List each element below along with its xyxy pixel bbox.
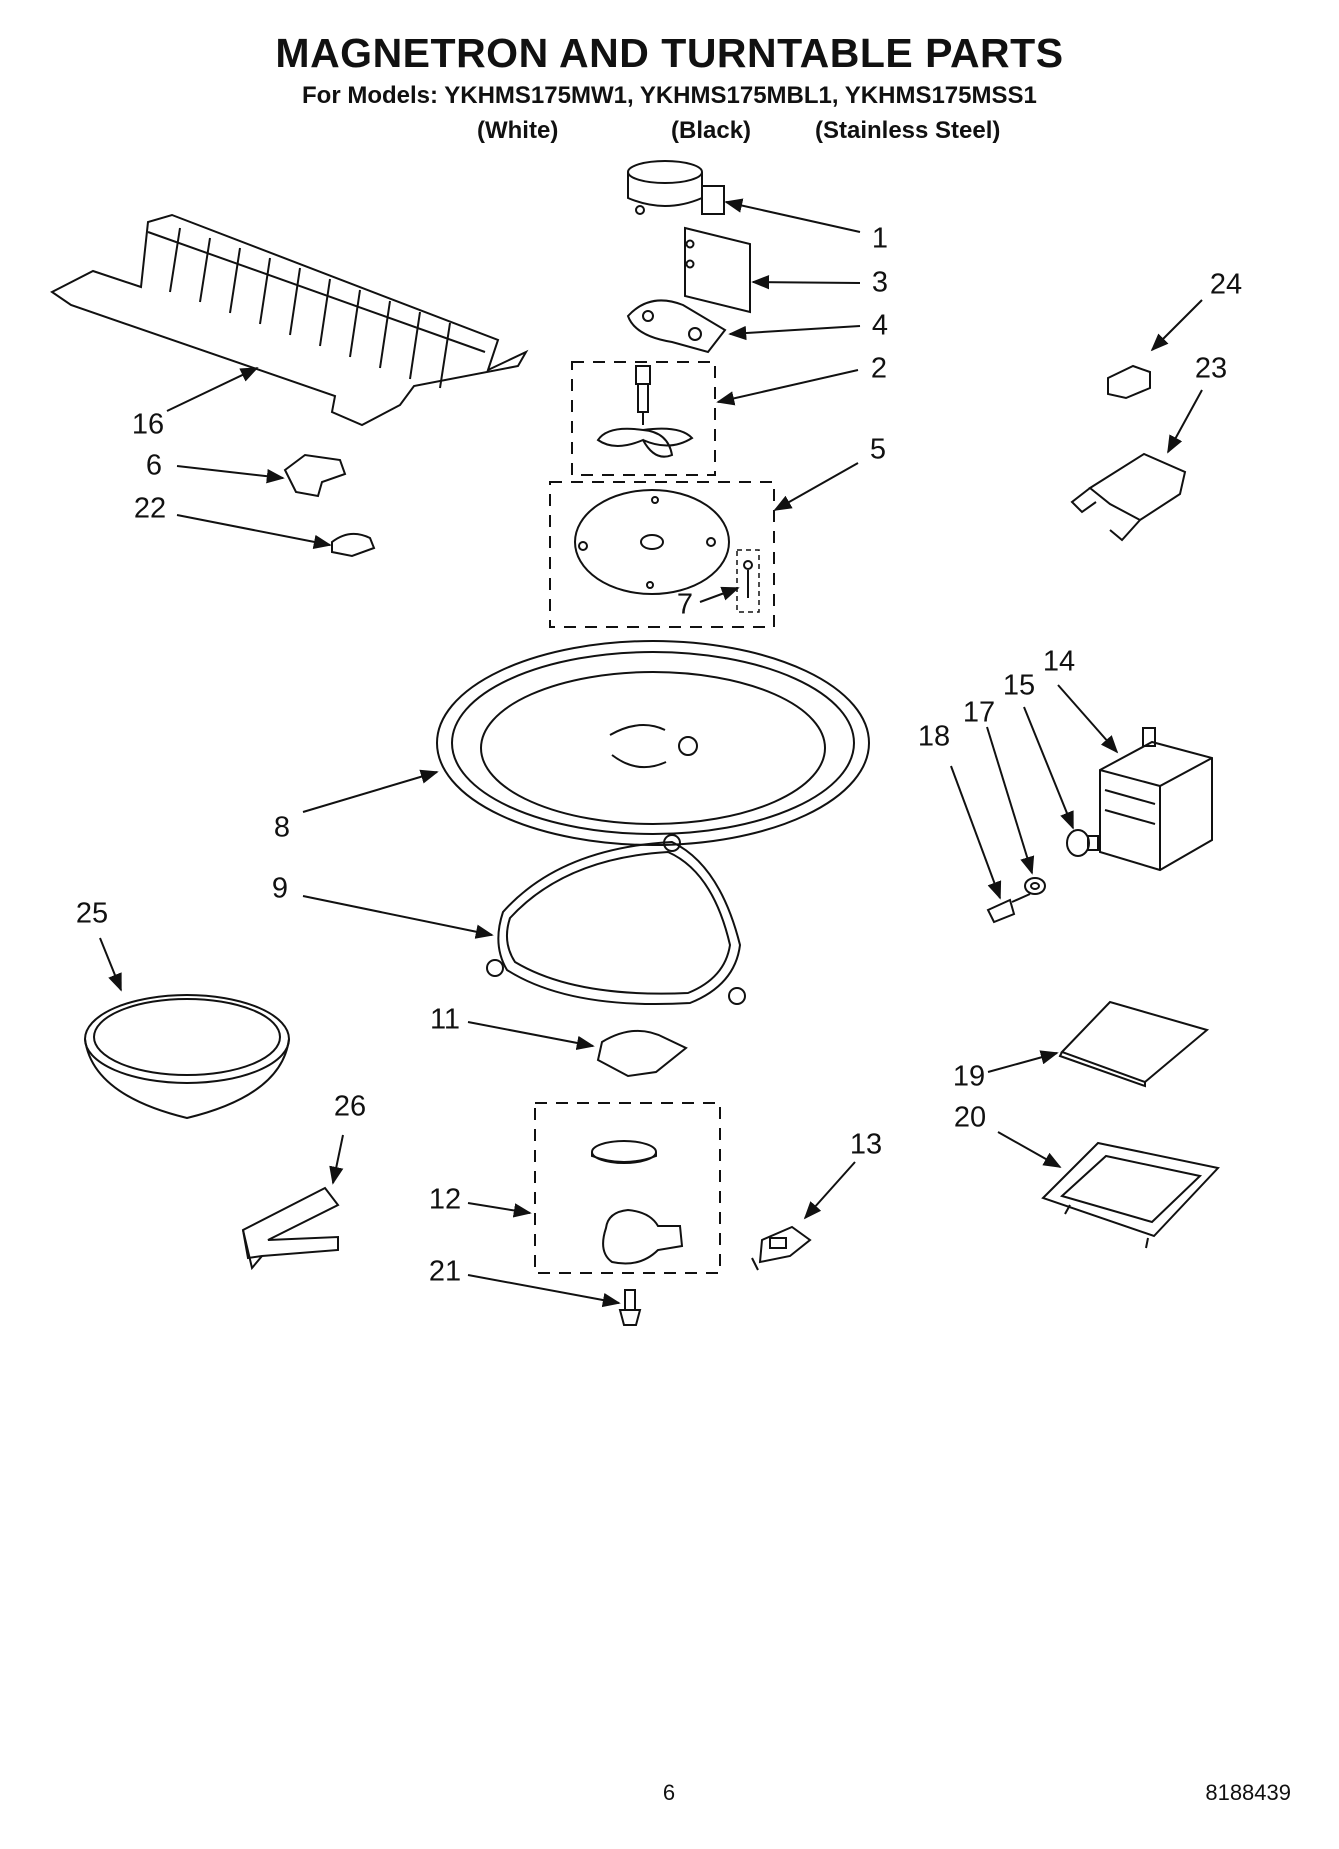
- coupler-part: [596, 1029, 688, 1078]
- leader-15: [1023, 706, 1074, 830]
- leader-2: [716, 369, 859, 406]
- callout-18: 18: [917, 720, 951, 753]
- callout-6: 6: [145, 449, 163, 482]
- leader-16: [166, 367, 259, 412]
- leader-17: [986, 726, 1035, 875]
- callout-11: 11: [429, 1003, 461, 1036]
- callout-19: 19: [952, 1060, 986, 1093]
- bowl-part: [84, 994, 290, 1120]
- leader-13: [803, 1161, 856, 1220]
- cover-plate-part: [684, 226, 751, 314]
- callout-7: 7: [676, 588, 694, 621]
- leader-23: [1167, 389, 1203, 454]
- waveguide-cover-part: [1058, 1000, 1210, 1088]
- leader-lines: [99, 198, 1203, 1308]
- callout-17: 17: [962, 696, 996, 729]
- roller-ring-part: [486, 834, 746, 1006]
- callout-21: 21: [428, 1255, 462, 1288]
- callout-16: 16: [131, 408, 165, 441]
- leader-7: [699, 586, 740, 603]
- group-box-5: [549, 481, 775, 628]
- callout-8: 8: [273, 811, 291, 844]
- magnetron-part: [1099, 727, 1213, 872]
- leader-8: [302, 769, 439, 813]
- callout-4: 4: [871, 309, 889, 342]
- leader-20: [997, 1131, 1062, 1168]
- turntable-motor-part: [591, 1140, 684, 1265]
- variant-stainless: (Stainless Steel): [815, 117, 1001, 144]
- leader-1: [724, 198, 861, 233]
- callout-24: 24: [1209, 268, 1243, 301]
- bolt-part: [986, 893, 1031, 924]
- small-bracket-part: [1107, 364, 1151, 400]
- callout-2: 2: [870, 352, 888, 385]
- variant-black: (Black): [671, 117, 752, 144]
- leader-12: [467, 1202, 532, 1218]
- leader-9: [302, 895, 494, 939]
- frame-part: [1041, 1141, 1220, 1249]
- variant-white: (White): [477, 117, 559, 144]
- callout-20: 20: [953, 1101, 987, 1134]
- leader-21: [467, 1274, 621, 1308]
- support-screw-part: [743, 560, 753, 598]
- turntable-support-plate-part: [574, 489, 730, 595]
- page-number: 6: [662, 1780, 676, 1805]
- callout-5: 5: [869, 433, 887, 466]
- leader-5: [773, 462, 859, 511]
- callout-22: 22: [133, 492, 167, 525]
- motor-screw-part: [618, 1289, 642, 1326]
- clip-part: [331, 532, 376, 558]
- leader-24: [1150, 299, 1203, 352]
- motor-bracket-part: [626, 299, 727, 354]
- callout-1: 1: [871, 222, 889, 255]
- group-box-2: [571, 361, 716, 476]
- leader-25: [99, 937, 122, 992]
- group-box-12: [534, 1102, 721, 1274]
- mounting-bracket-part: [1070, 452, 1187, 542]
- callout-3: 3: [871, 266, 889, 299]
- wire-rack-part: [50, 213, 529, 427]
- models-line: For Models: YKHMS175MW1, YKHMS175MBL1, Y…: [302, 82, 1037, 109]
- leader-19: [987, 1050, 1059, 1073]
- latch-part: [283, 453, 347, 498]
- thermal-cutout-part: [751, 1225, 812, 1271]
- turntable-tray-part: [436, 640, 870, 846]
- leader-14: [1057, 684, 1119, 754]
- document-number: 8188439: [1205, 1780, 1291, 1805]
- thermal-protector-part: [1066, 829, 1099, 857]
- stirrer-fan-part: [596, 365, 694, 458]
- page-title: MAGNETRON AND TURNTABLE PARTS: [275, 30, 1064, 76]
- nut-part: [1024, 877, 1046, 895]
- callout-25: 25: [75, 897, 109, 930]
- leader-11: [467, 1021, 595, 1051]
- callout-9: 9: [271, 872, 289, 905]
- callout-26: 26: [333, 1090, 367, 1123]
- leader-4: [728, 325, 861, 341]
- stirrer-motor-part: [627, 160, 725, 215]
- callout-23: 23: [1194, 352, 1228, 385]
- angle-bracket-part: [241, 1186, 340, 1271]
- callout-14: 14: [1042, 645, 1076, 678]
- callout-13: 13: [849, 1128, 883, 1161]
- callout-15: 15: [1002, 669, 1036, 702]
- leader-26: [329, 1134, 344, 1185]
- callout-12: 12: [428, 1183, 462, 1216]
- leader-18: [950, 765, 1002, 900]
- leader-22: [176, 514, 332, 549]
- group-box-7: [736, 549, 760, 613]
- leader-3: [751, 274, 861, 290]
- leader-6: [176, 465, 285, 484]
